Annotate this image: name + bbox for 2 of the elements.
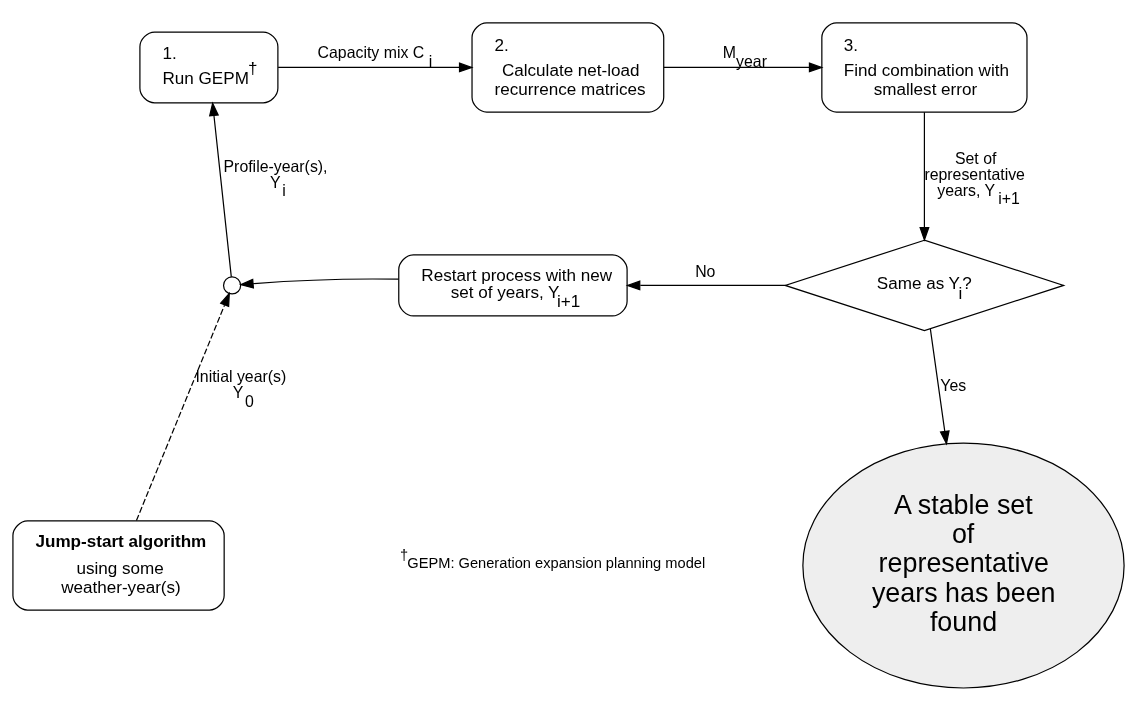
edge-label: Yes [940, 376, 967, 394]
edge-label: No [695, 263, 716, 281]
